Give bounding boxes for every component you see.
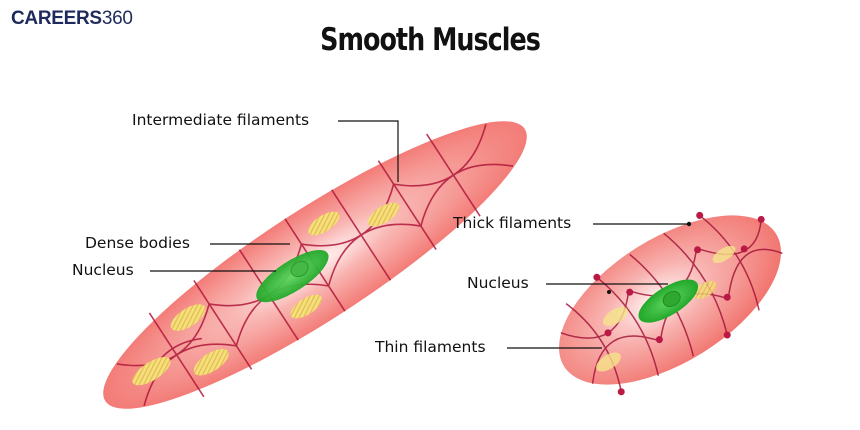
- label-dense-bodies: Dense bodies: [85, 234, 190, 252]
- right-muscle-cell: [559, 211, 783, 396]
- label-thick-filaments: Thick filaments: [453, 214, 572, 232]
- label-nucleus-right: Nucleus: [467, 274, 529, 292]
- nucleus-left: [256, 249, 329, 303]
- thin-filaments-left: [132, 202, 400, 386]
- label-intermediate-filaments: Intermediate filaments: [132, 111, 310, 129]
- label-thin-filaments: Thin filaments: [375, 338, 486, 356]
- label-nucleus-left: Nucleus: [72, 261, 134, 279]
- careers360-logo: CAREERS360: [11, 8, 133, 30]
- leader-lines: [150, 120, 689, 349]
- logo-number-text: 360: [101, 8, 133, 29]
- logo-bold-text: CAREERS: [11, 8, 102, 29]
- filaments-right: [596, 245, 736, 372]
- left-muscle-cell: [103, 121, 527, 409]
- diagram-title: Smooth Muscles: [320, 22, 541, 58]
